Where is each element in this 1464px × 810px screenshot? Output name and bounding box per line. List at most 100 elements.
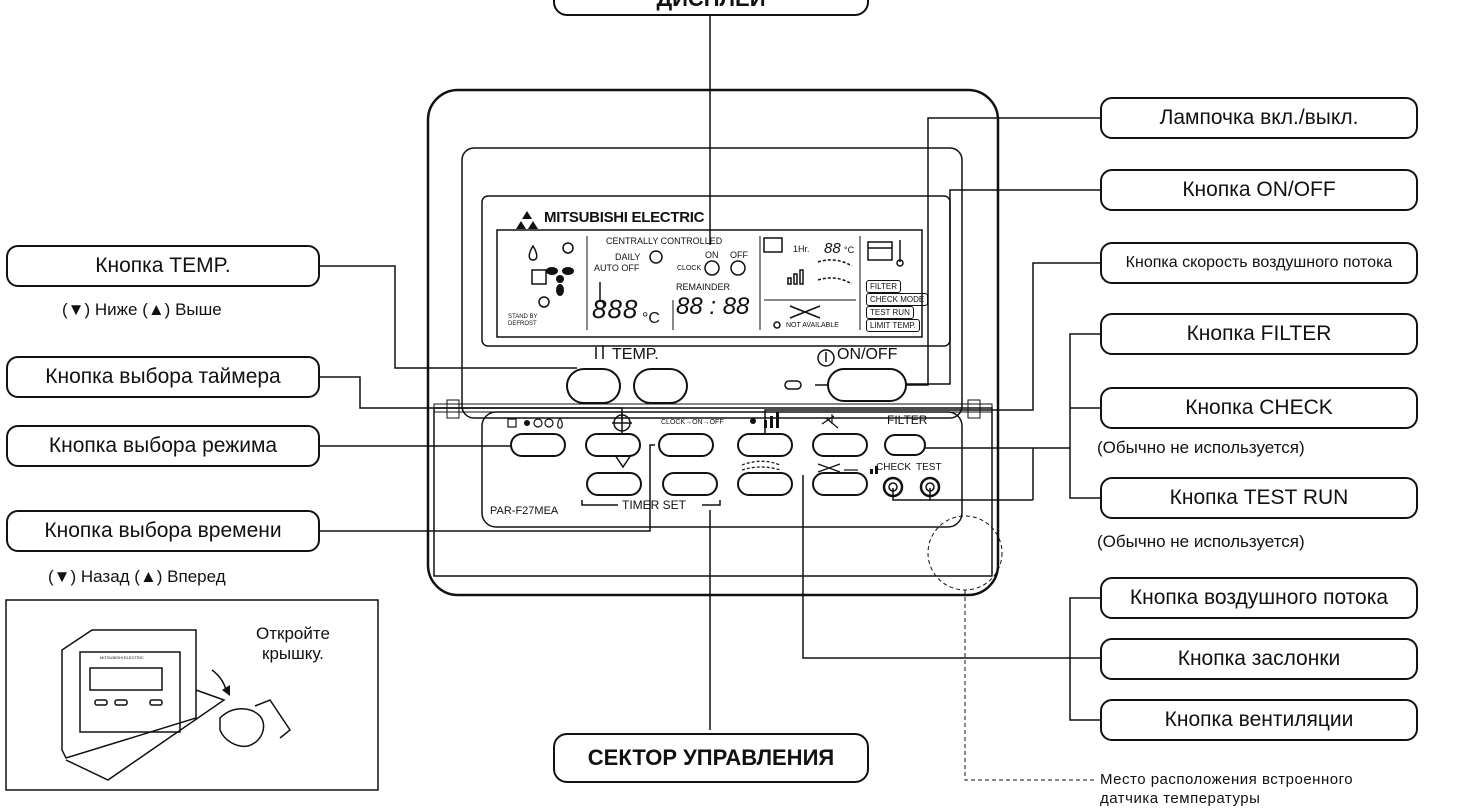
callout-timer-label: Кнопка выбора таймера: [45, 365, 281, 388]
sun-icon-1: [562, 242, 574, 254]
lcd-remainder: REMAINDER: [676, 282, 731, 292]
louver-line: [802, 475, 1100, 659]
control-sector-title: СЕКТОР УПРАВЛЕНИЯ: [587, 745, 835, 770]
test-note: (Обычно не используется): [1097, 532, 1305, 551]
sensor-dash-line: [964, 590, 1095, 781]
lcd-seg-temp: 888: [592, 294, 639, 324]
time-forward-button[interactable]: [662, 472, 718, 496]
callout-ventilation: Кнопка вентиляции: [1100, 699, 1418, 741]
lamp-line: [815, 117, 1100, 386]
inset-brand: MITSUBISHI ELECTRIC: [100, 655, 144, 660]
sensor-note-line2: датчика температуры: [1100, 790, 1261, 807]
device-body: [426, 88, 1000, 597]
sensor-note: Место расположения встроенного датчика т…: [1100, 770, 1460, 810]
temp-note: (▼) Ниже (▲) Выше: [62, 300, 222, 319]
lcd-clock: CLOCK: [677, 265, 702, 272]
lcd-one-hr: 1Hr.: [793, 244, 810, 254]
lcd-on: ON: [705, 250, 719, 260]
callout-onoff-label: Кнопка ON/OFF: [1182, 178, 1336, 201]
time-line: [320, 444, 655, 532]
callout-time-label: Кнопка выбора времени: [44, 519, 282, 542]
callout-check-label: Кнопка CHECK: [1185, 396, 1333, 419]
filter-button[interactable]: [884, 434, 926, 456]
control-area: [481, 411, 963, 528]
callout-mode-select: Кнопка выбора режима: [6, 425, 320, 467]
time-note: (▼) Назад (▲) Вперед: [48, 567, 226, 586]
lcd-seg-small-unit: °C: [844, 245, 855, 255]
square-icon: [531, 269, 547, 285]
temp-line: [320, 265, 577, 369]
lcd-stand-by: STAND BY: [508, 314, 538, 320]
callout-timer-select: Кнопка выбора таймера: [6, 356, 320, 398]
lcd-seg-unit: °C: [642, 310, 660, 327]
onoff-button-label: ON/OFF: [837, 346, 898, 363]
lcd-auto-off: AUTO OFF: [594, 263, 640, 273]
callout-time-select: Кнопка выбора времени: [6, 510, 320, 552]
control-sector-title-box: СЕКТОР УПРАВЛЕНИЯ: [553, 733, 869, 783]
lcd-limit-temp: LIMIT TEMP.: [866, 319, 920, 332]
callout-airflow: Кнопка воздушного потока: [1100, 577, 1418, 619]
fan-icon: [546, 267, 574, 296]
open-cover-line2: крышку.: [262, 644, 324, 663]
device-brand: MITSUBISHI ELECTRIC: [544, 209, 705, 226]
filter-bracket: [1069, 333, 1100, 499]
airflow-button[interactable]: [812, 433, 868, 457]
time-back-button[interactable]: [586, 472, 642, 496]
open-cover-illustration: [61, 629, 292, 781]
callout-louver: Кнопка заслонки: [1100, 638, 1418, 680]
timer-select-button[interactable]: [585, 433, 641, 457]
display-title: ДИСПЛЕЙ: [656, 0, 765, 12]
callout-filter: Кнопка FILTER: [1100, 313, 1418, 355]
fanspeed-line: [764, 262, 1100, 440]
clock-on-off-label: CLOCK→ON→OFF: [661, 419, 724, 426]
airflow-bracket: [1069, 597, 1100, 721]
callout-ventilation-label: Кнопка вентиляции: [1164, 708, 1354, 731]
lcd-off: OFF: [730, 250, 748, 260]
filter-button-label: FILTER: [887, 413, 928, 427]
mitsubishi-logo-icon: [516, 211, 538, 229]
lcd-centrally-controlled: CENTRALLY CONTROLLED: [606, 236, 723, 246]
callout-onoff: Кнопка ON/OFF: [1100, 169, 1418, 211]
lcd-seg-small: 88: [824, 240, 841, 257]
inset-frame: [5, 599, 379, 791]
callout-temp-button: Кнопка TEMP.: [6, 245, 320, 287]
lcd-test-run: TEST RUN: [866, 306, 914, 319]
lcd-outer: [481, 195, 951, 347]
lcd-not-available: NOT AVAILABLE: [786, 322, 839, 329]
sun-icon-2: [538, 296, 550, 308]
lcd-daily: DAILY: [615, 252, 641, 262]
callout-temp-label: Кнопка TEMP.: [95, 254, 231, 277]
callout-fan-speed: Кнопка скорость воздушного потока: [1100, 242, 1418, 284]
test-button[interactable]: [920, 477, 940, 497]
model-label: PAR-F27MEA: [490, 505, 559, 517]
open-cover-line1: Откройте: [256, 624, 330, 643]
callout-louver-label: Кнопка заслонки: [1177, 647, 1341, 670]
cover-panel: [433, 407, 993, 577]
temp-up-button[interactable]: [633, 368, 688, 404]
display-title-box: ДИСПЛЕЙ: [553, 0, 869, 16]
callout-test-run-label: Кнопка TEST RUN: [1169, 486, 1349, 509]
check-button[interactable]: [883, 477, 903, 497]
callout-fan-speed-label: Кнопка скорость воздушного потока: [1125, 254, 1393, 271]
open-cover-text: Откройте крышку.: [256, 624, 330, 664]
test-button-label: TEST: [916, 462, 942, 473]
lcd-filter: FILTER: [866, 280, 901, 293]
sensor-note-line1: Место расположения встроенного: [1100, 771, 1354, 788]
callout-check: Кнопка CHECK: [1100, 387, 1418, 429]
louver-button[interactable]: [737, 472, 793, 496]
callout-filter-label: Кнопка FILTER: [1186, 322, 1332, 345]
callout-airflow-label: Кнопка воздушного потока: [1129, 586, 1389, 609]
mode-select-button[interactable]: [510, 433, 566, 457]
check-note: (Обычно не используется): [1097, 438, 1305, 457]
onoff-button[interactable]: [827, 368, 907, 402]
check-button-label: CHECK: [876, 462, 912, 473]
drop-icon: [528, 244, 538, 261]
lcd-check-mode: CHECK MODE: [866, 293, 929, 306]
temp-down-button[interactable]: [566, 368, 621, 404]
ventilation-button[interactable]: [812, 472, 868, 496]
callout-mode-label: Кнопка выбора режима: [48, 434, 278, 457]
lcd-screen: [496, 229, 923, 338]
clock-on-off-button[interactable]: [658, 433, 714, 457]
fan-speed-button[interactable]: [737, 433, 793, 457]
